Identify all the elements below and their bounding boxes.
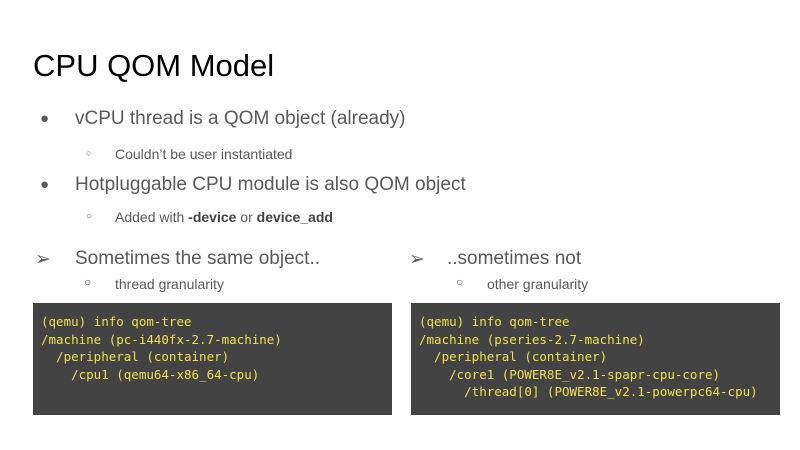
device-option: -device: [188, 209, 237, 225]
code-line: /machine (pseries-2.7-machine): [419, 331, 645, 347]
sub-bullet-icon: ○: [84, 275, 92, 289]
sub-bullet-icon: ○: [86, 148, 92, 158]
bullet-icon: ●: [40, 110, 50, 127]
code-line: /peripheral (container): [419, 349, 608, 365]
bullet-hotpluggable: Hotpluggable CPU module is also QOM obje…: [75, 174, 466, 195]
code-line: (qemu) info qom-tree: [419, 314, 570, 329]
code-line: /machine (pc-i440fx-2.7-machine): [41, 331, 282, 347]
right-code-block: (qemu) info qom-tree/machine (pseries-2.…: [411, 303, 780, 415]
arrow-icon: ➢: [35, 249, 51, 270]
sub-bullet-added-with: Added with -device or device_add: [115, 209, 333, 225]
right-sub: other granularity: [487, 276, 589, 292]
sub-bullet-instantiation: Couldn’t be user instantiated: [115, 146, 293, 162]
bullet-icon: ●: [40, 176, 50, 193]
text: Added with: [115, 209, 189, 225]
device-add-command: device_add: [256, 209, 333, 225]
code-line: (qemu) info qom-tree: [41, 314, 192, 329]
arrow-icon: ➢: [409, 249, 425, 270]
left-sub: thread granularity: [115, 276, 224, 292]
code-line: /cpu1 (qemu64-x86_64-cpu): [41, 366, 260, 382]
sub-bullet-icon: ○: [86, 211, 93, 222]
left-code-block: (qemu) info qom-tree/machine (pc-i440fx-…: [33, 303, 392, 415]
code-line: /core1 (POWER8E_v2.1-spapr-cpu-core): [419, 366, 721, 382]
bullet-vcpu-thread: vCPU thread is a QOM object (already): [75, 108, 406, 129]
sub-bullet-icon: ○: [456, 275, 464, 289]
right-heading: ..sometimes not: [447, 248, 582, 269]
code-line: /thread[0] (POWER8E_v2.1-powerpc64-cpu): [419, 384, 758, 400]
text: or: [236, 209, 257, 225]
slide-title: CPU QOM Model: [33, 48, 275, 83]
left-heading: Sometimes the same object..: [75, 248, 320, 269]
code-line: /peripheral (container): [41, 349, 230, 365]
